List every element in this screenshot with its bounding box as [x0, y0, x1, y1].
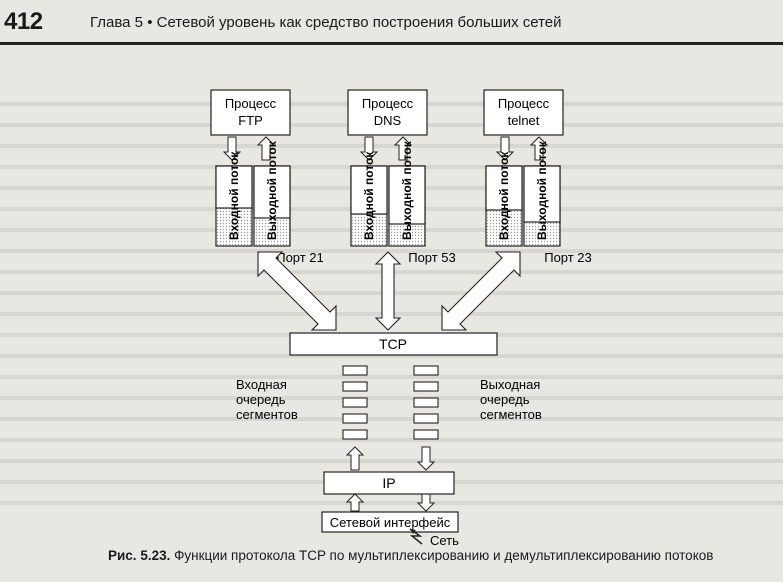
process-telnet: Процесс telnet	[483, 89, 564, 136]
process-dns: Процесс DNS	[347, 89, 428, 136]
tcp-label: TCP	[379, 336, 407, 352]
out-queue-label-1: Выходная	[480, 377, 540, 392]
ftp-output-label: Выходной поток	[265, 140, 279, 240]
out-queue-slot	[413, 429, 439, 440]
ip-label: IP	[382, 475, 395, 491]
stream-to-tcp-arrows	[257, 251, 521, 331]
port-telnet-label: Порт 23	[544, 250, 592, 265]
process-telnet-line1: Процесс	[498, 96, 550, 111]
process-ftp-box	[210, 89, 291, 136]
in-queue-label-1: Входная	[236, 377, 287, 392]
stream-labels: Входной поток Выходной поток Входной пот…	[227, 140, 549, 240]
network-label: Сеть	[430, 533, 459, 548]
net-iface-label: Сетевой интерфейс	[330, 515, 451, 530]
in-queue-label-3: сегментов	[236, 407, 298, 422]
queue-labels: Входная очередь сегментов Выходная очере…	[236, 377, 542, 422]
process-ftp: Процесс FTP	[210, 89, 291, 136]
ip-box	[323, 471, 455, 495]
out-queue-slot	[413, 381, 439, 392]
telnet-output-label: Выходной поток	[535, 140, 549, 240]
in-queue-slot	[342, 365, 368, 376]
figure-caption: Рис. 5.23. Функции протокола TCP по муль…	[108, 548, 713, 563]
stream-columns	[215, 165, 561, 247]
process-dns-box	[347, 89, 428, 136]
segment-queues	[342, 365, 439, 440]
page-number: 412	[4, 8, 43, 35]
in-queue-slot	[342, 413, 368, 424]
out-queue-slot	[413, 413, 439, 424]
out-queue-slot	[413, 365, 439, 376]
process-dns-line2: DNS	[374, 113, 402, 128]
out-queue-label-2: очередь	[480, 392, 530, 407]
process-telnet-line2: telnet	[508, 113, 540, 128]
dns-input-label: Входной поток	[362, 151, 376, 240]
process-ftp-line2: FTP	[238, 113, 263, 128]
process-stream-arrows	[222, 136, 549, 161]
ip-block: IP	[323, 471, 455, 495]
figure-caption-text: Функции протокола TCP по мультиплексиров…	[174, 548, 714, 563]
out-queue-label-3: сегментов	[480, 407, 542, 422]
figure-number: Рис. 5.23.	[108, 548, 171, 563]
port-dns-label: Порт 53	[408, 250, 456, 265]
telnet-input-label: Входной поток	[497, 151, 511, 240]
net-iface-block: Сетевой интерфейс	[321, 511, 459, 533]
header-rule	[0, 42, 783, 45]
tcp-block: TCP	[289, 332, 498, 356]
port-ftp-label: Порт 21	[276, 250, 324, 265]
process-dns-line1: Процесс	[362, 96, 414, 111]
in-queue-slot	[342, 381, 368, 392]
ftp-input-label: Входной поток	[227, 151, 241, 240]
process-ftp-line1: Процесс	[225, 96, 277, 111]
dns-output-label: Выходной поток	[400, 140, 414, 240]
in-queue-slot	[342, 397, 368, 408]
in-queue-slot	[342, 429, 368, 440]
in-queue-label-2: очередь	[236, 392, 286, 407]
queue-flow-arrows	[345, 446, 436, 512]
out-queue-slot	[413, 397, 439, 408]
network-lightning-icon	[409, 528, 423, 545]
port-labels: Порт 21 Порт 53 Порт 23	[276, 250, 592, 265]
tcp-box	[289, 332, 498, 356]
net-iface-box	[321, 511, 459, 533]
process-telnet-box	[483, 89, 564, 136]
network-link: Сеть	[409, 528, 459, 548]
running-head: Глава 5 • Сетевой уровень как средство п…	[90, 14, 562, 31]
